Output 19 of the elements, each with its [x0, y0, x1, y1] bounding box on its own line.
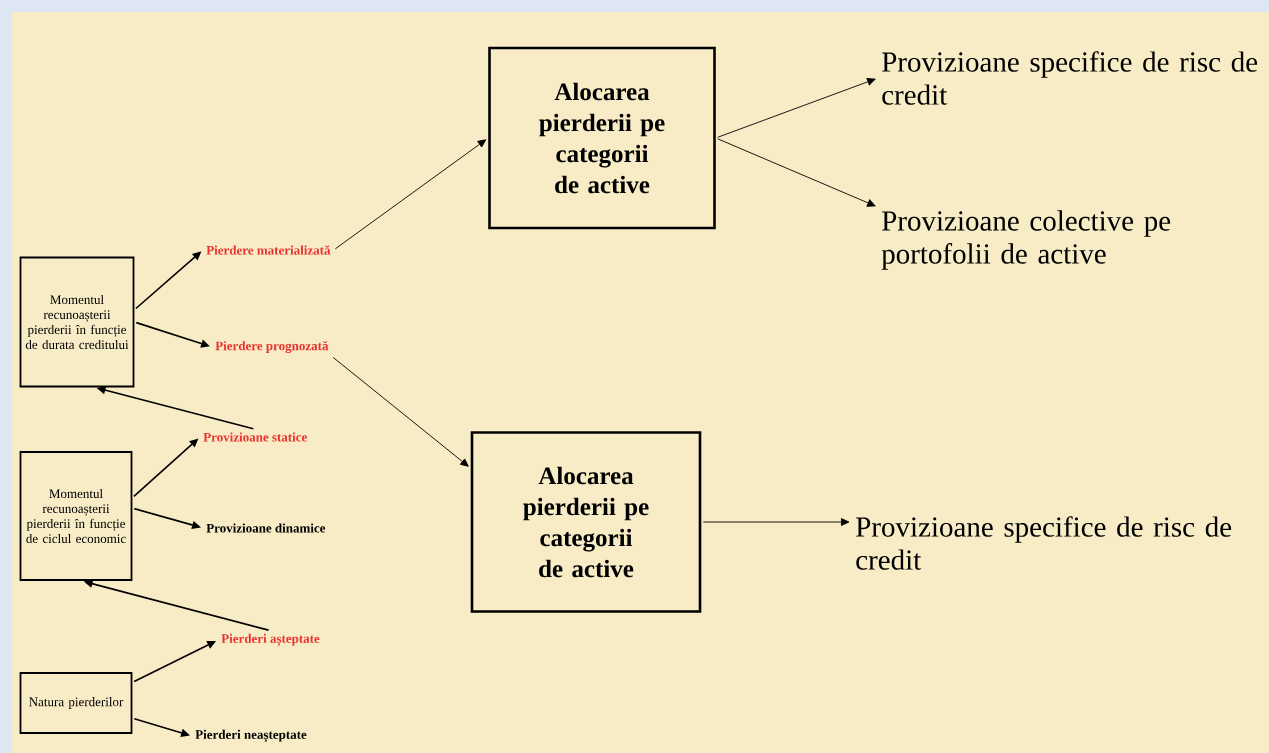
arrow — [717, 138, 876, 207]
process-box: Alocarea pierderii pe categorii de active — [470, 431, 702, 613]
arrow — [717, 78, 876, 138]
arrow — [334, 139, 487, 250]
node-label: Pierderi neașteptate — [195, 729, 307, 743]
arrow — [332, 357, 469, 467]
node-label: Pierdere prognozată — [215, 341, 329, 353]
node-label: Pierdere materializată — [206, 245, 331, 255]
process-box: Momentul recunoașterii pierderii în funcție de ciclul economic — [19, 451, 133, 581]
outcome-text: Provizioane colective pe portofolii de active — [881, 210, 1171, 270]
outcome-text: Provizioane specifice de risc de credit — [882, 51, 1258, 105]
node-label: Provizioane dinamice — [206, 523, 326, 533]
arrow — [702, 518, 850, 526]
node-label: Pierderi așteptate — [221, 633, 320, 647]
process-box: Momentul recunoașterii pierderii în funcție de durata creditului — [19, 256, 135, 388]
node-label: Provizioane statice — [203, 432, 307, 442]
process-box: Natura pierderilor — [19, 672, 133, 734]
outcome-text: Provizioane specifice de risc de credit — [856, 516, 1232, 570]
process-box: Alocarea pierderii pe categorii de active — [488, 46, 716, 230]
